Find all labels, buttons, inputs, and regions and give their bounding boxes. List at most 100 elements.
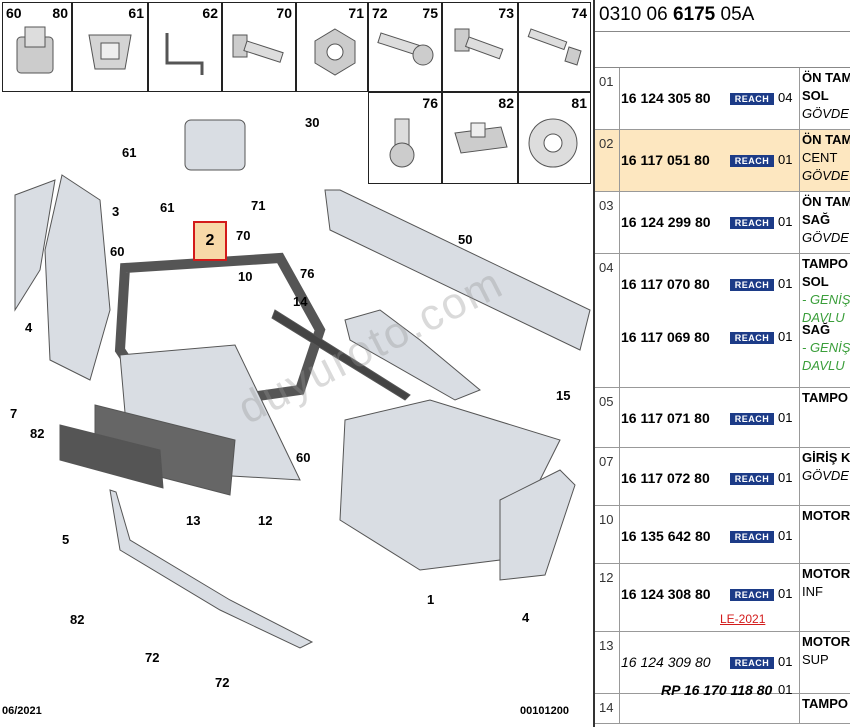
reach-badge: REACH xyxy=(730,279,774,291)
column-divider xyxy=(799,388,800,447)
part-number[interactable]: RP 16 170 118 80 xyxy=(661,682,773,698)
part-number[interactable]: 16 124 305 80 xyxy=(621,90,711,106)
diagram-code: 00101200 xyxy=(520,705,569,717)
catalog-reference: 0310 06 6175 05A xyxy=(595,0,850,32)
callout-5[interactable]: 5 xyxy=(62,532,70,547)
part-number[interactable]: 16 117 070 80 xyxy=(621,276,710,292)
quantity: 01 xyxy=(778,329,793,344)
column-divider xyxy=(799,506,800,563)
column-divider xyxy=(619,192,620,253)
selected-part-marker[interactable]: 2 xyxy=(193,221,227,261)
part-number[interactable]: 16 124 299 80 xyxy=(621,214,711,230)
callout-50[interactable]: 50 xyxy=(458,232,473,247)
callout-7[interactable]: 7 xyxy=(10,406,18,421)
thumb-82[interactable]: 82 xyxy=(442,92,518,184)
reach-badge: REACH xyxy=(730,217,774,229)
flange-bolt-icon xyxy=(377,32,434,66)
callout-1[interactable]: 1 xyxy=(427,592,435,607)
hex-nut-icon xyxy=(314,28,356,76)
callout-13[interactable]: 13 xyxy=(186,513,201,528)
row-index: 03 xyxy=(599,198,614,213)
column-divider xyxy=(619,632,620,693)
thumb-70[interactable]: 70 xyxy=(222,2,296,92)
part-description: MOTOR xyxy=(802,508,850,523)
callout-61[interactable]: 61 xyxy=(122,145,137,160)
reach-badge: REACH xyxy=(730,589,774,601)
callout-4[interactable]: 4 xyxy=(522,610,530,625)
thumb-61[interactable]: 61 xyxy=(72,2,148,92)
callout-10[interactable]: 10 xyxy=(238,269,253,284)
callout-14[interactable]: 14 xyxy=(293,294,308,309)
bracket-icon xyxy=(165,33,204,75)
row-index: 02 xyxy=(599,136,614,151)
thumb-71[interactable]: 71 xyxy=(296,2,368,92)
thumb-81[interactable]: 81 xyxy=(518,92,591,184)
callout-61[interactable]: 61 xyxy=(160,200,175,215)
part-number[interactable]: 16 117 069 80 xyxy=(621,329,710,345)
column-divider xyxy=(799,68,800,129)
clip-plate-icon xyxy=(454,122,508,154)
bolt-icon xyxy=(232,34,284,63)
reach-badge: REACH xyxy=(730,473,774,485)
quantity: 01 xyxy=(778,654,793,669)
thumb-74[interactable]: 74 xyxy=(518,2,591,92)
callout-82[interactable]: 82 xyxy=(30,426,45,441)
list-header-spacer xyxy=(595,32,850,68)
reach-badge: REACH xyxy=(730,531,774,543)
row-index: 13 xyxy=(599,638,614,653)
callout-72[interactable]: 72 xyxy=(215,675,230,690)
part-number[interactable]: 16 124 308 80 xyxy=(621,586,711,602)
thumb-60-80[interactable]: 60 80 xyxy=(2,2,72,92)
column-divider xyxy=(619,388,620,447)
validity-note-link[interactable]: LE-2021 xyxy=(720,612,766,626)
callout-82[interactable]: 82 xyxy=(70,612,85,627)
callout-76[interactable]: 76 xyxy=(300,266,315,281)
part-number[interactable]: 16 124 309 80 xyxy=(621,654,711,670)
column-divider xyxy=(619,130,620,191)
callout-12[interactable]: 12 xyxy=(258,513,273,528)
callout-60[interactable]: 60 xyxy=(296,450,311,465)
column-divider xyxy=(799,192,800,253)
part-description: MOTOR xyxy=(802,566,850,581)
reach-badge: REACH xyxy=(730,657,774,669)
callout-60[interactable]: 60 xyxy=(110,244,125,259)
thumb-62[interactable]: 62 xyxy=(148,2,222,92)
part-number[interactable]: 16 117 072 80 xyxy=(621,470,710,486)
column-divider xyxy=(799,632,800,693)
part-description: DAVLU xyxy=(802,358,845,373)
callout-30[interactable]: 30 xyxy=(305,115,320,130)
callout-15[interactable]: 15 xyxy=(556,388,571,403)
part-description: TAMPO xyxy=(802,256,848,271)
thumb-73[interactable]: 73 xyxy=(442,2,518,92)
quantity: 01 xyxy=(778,276,793,291)
part-number[interactable]: 16 135 642 80 xyxy=(621,528,711,544)
callout-4[interactable]: 4 xyxy=(25,320,33,335)
row-index: 07 xyxy=(599,454,614,469)
part-description: GİRİŞ K xyxy=(802,450,850,465)
part-number[interactable]: 16 117 071 80 xyxy=(621,410,710,426)
column-divider xyxy=(799,448,800,505)
part-number[interactable]: 16 117 051 80 xyxy=(621,152,710,168)
bumper-exploded-view xyxy=(14,119,591,649)
callout-3[interactable]: 3 xyxy=(112,204,120,219)
part-description: GÖVDE xyxy=(802,468,849,483)
row-index: 10 xyxy=(599,512,614,527)
part-description: SAĞ xyxy=(802,212,831,227)
reach-badge: REACH xyxy=(730,155,774,167)
thumb-76[interactable]: 76 xyxy=(368,92,442,184)
thumb-72-75[interactable]: 72 75 xyxy=(368,2,442,92)
callout-72[interactable]: 72 xyxy=(145,650,160,665)
callout-71[interactable]: 71 xyxy=(251,198,266,213)
callout-70[interactable]: 70 xyxy=(236,228,251,243)
